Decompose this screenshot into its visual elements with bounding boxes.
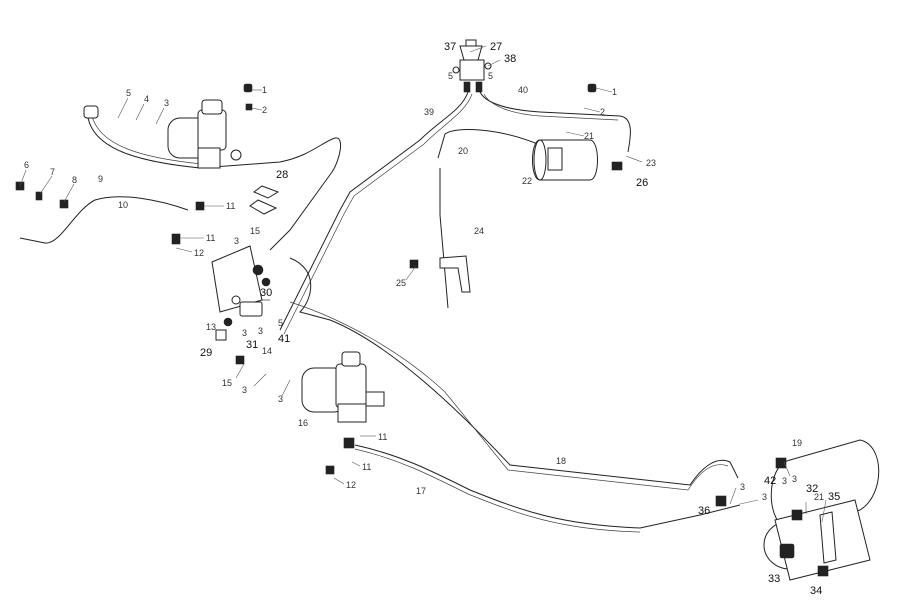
callout-42: 42 xyxy=(764,475,776,487)
callout-6: 6 xyxy=(24,160,29,170)
callout-3: 3 xyxy=(242,328,247,338)
callout-18: 18 xyxy=(556,456,566,466)
callout-11: 11 xyxy=(206,233,215,243)
callout-29: 29 xyxy=(200,347,212,359)
callout-25: 25 xyxy=(396,278,406,288)
callout-33: 33 xyxy=(768,573,780,585)
callout-20: 20 xyxy=(458,146,468,156)
callout-3: 3 xyxy=(782,476,787,486)
pipe-18 xyxy=(289,257,739,486)
callout-40: 40 xyxy=(518,85,528,95)
callout-5: 5 xyxy=(488,71,493,81)
pipe-17 xyxy=(354,444,741,529)
callout-labels: 1 2 5 4 3 9 6 7 8 10 11 11 12 28 15 3 30… xyxy=(24,41,840,597)
callout-34: 34 xyxy=(810,585,822,597)
callout-21: 21 xyxy=(814,492,824,502)
callout-3: 3 xyxy=(242,385,247,395)
tank-19 xyxy=(763,439,880,581)
callout-15: 15 xyxy=(250,226,260,236)
callout-3: 3 xyxy=(258,326,263,336)
callout-30: 30 xyxy=(260,287,272,299)
callout-19: 19 xyxy=(792,438,802,448)
callout-24: 24 xyxy=(474,226,484,236)
callout-10: 10 xyxy=(118,200,128,210)
callout-27: 27 xyxy=(490,41,502,53)
callout-38: 38 xyxy=(504,53,516,65)
callout-12: 12 xyxy=(194,248,204,258)
bracket-24 xyxy=(439,255,471,293)
callout-5: 5 xyxy=(448,71,453,81)
callout-1: 1 xyxy=(262,85,267,95)
callout-3: 3 xyxy=(164,98,169,108)
pipe-20 xyxy=(437,128,541,159)
callout-11: 11 xyxy=(378,432,387,442)
callout-3: 3 xyxy=(234,236,239,246)
callout-11: 11 xyxy=(226,201,235,211)
callout-16: 16 xyxy=(298,418,308,428)
valve-top xyxy=(452,39,492,93)
callout-7: 7 xyxy=(50,167,55,177)
actuator-lower-left xyxy=(301,351,385,423)
callout-17: 17 xyxy=(416,486,426,496)
callout-3: 3 xyxy=(762,492,767,502)
leader-lines xyxy=(19,45,827,523)
callout-13: 13 xyxy=(206,322,216,332)
callout-11: 11 xyxy=(362,462,371,472)
pipe-10 xyxy=(19,196,189,244)
callout-5: 5 xyxy=(126,88,131,98)
callout-2: 2 xyxy=(600,107,605,117)
callout-3: 3 xyxy=(740,482,745,492)
callout-4: 4 xyxy=(144,94,149,104)
callout-3: 3 xyxy=(792,474,797,484)
callout-9: 9 xyxy=(98,174,103,184)
bracket-28 xyxy=(249,185,280,215)
pipe-9 xyxy=(87,117,342,251)
callout-35: 35 xyxy=(828,491,840,503)
actuator-top-left xyxy=(83,99,242,169)
callout-28: 28 xyxy=(276,169,288,181)
callout-15: 15 xyxy=(222,378,232,388)
valve-assembly-center xyxy=(211,245,271,341)
callout-32: 32 xyxy=(806,483,818,495)
fittings xyxy=(15,83,803,521)
callout-37: 37 xyxy=(444,41,456,53)
callout-21: 21 xyxy=(584,131,594,141)
callout-1: 1 xyxy=(612,87,617,97)
callout-31: 31 xyxy=(246,339,258,351)
callout-39: 39 xyxy=(424,107,434,117)
callout-2: 2 xyxy=(262,105,267,115)
callout-8: 8 xyxy=(72,175,77,185)
callout-22: 22 xyxy=(522,176,532,186)
tank-22 xyxy=(532,139,598,181)
callout-5: 5 xyxy=(278,318,283,328)
callout-23: 23 xyxy=(646,158,656,168)
callout-41: 41 xyxy=(278,333,290,345)
callout-14: 14 xyxy=(262,346,272,356)
callout-36: 36 xyxy=(698,505,710,517)
callout-3: 3 xyxy=(278,394,283,404)
callout-26: 26 xyxy=(636,177,648,189)
callout-12: 12 xyxy=(346,480,356,490)
pipe-39 xyxy=(279,91,469,331)
